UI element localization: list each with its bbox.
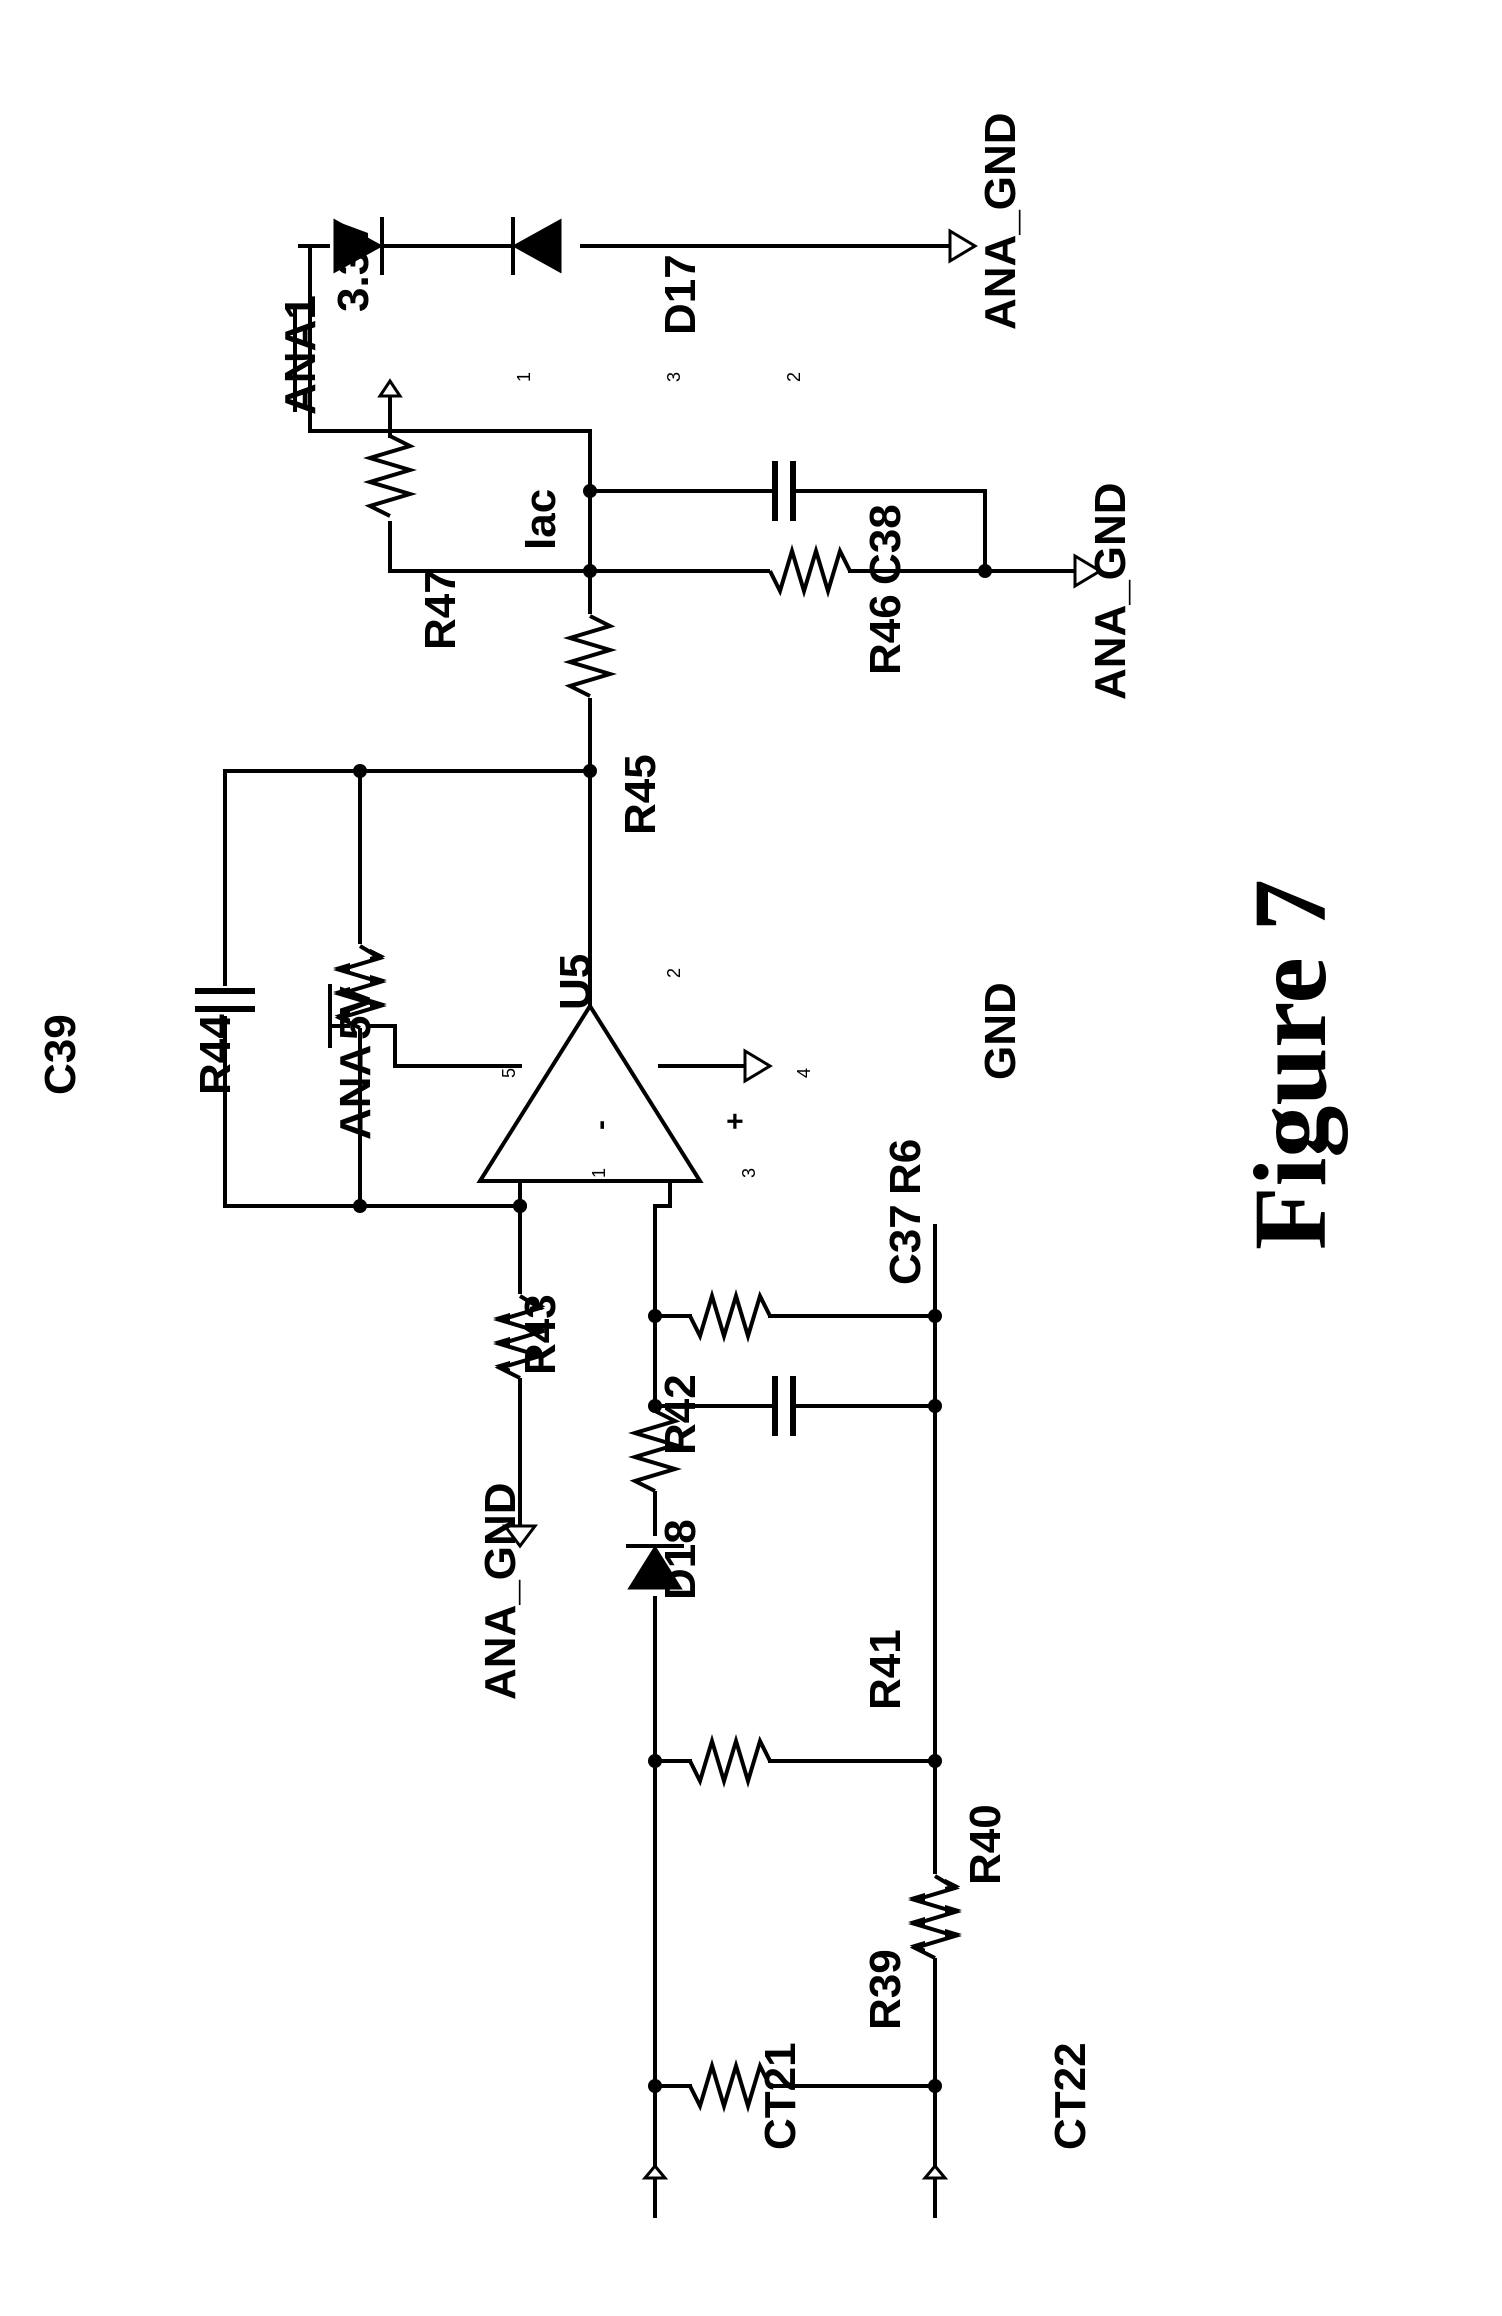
pin-u5-3: 3 [739, 1168, 759, 1178]
d18-diode [627, 1545, 683, 1590]
labels: ANA1 3.3V D17 ANA_GND Iac R47 R46 C38 AN… [36, 112, 1348, 2150]
gnd-symbol [743, 1048, 773, 1084]
label-c37: C37 [881, 1204, 930, 1285]
pin-u5-5: 5 [499, 1068, 519, 1078]
ana-gnd-symbol-1 [948, 228, 978, 264]
pin-u5-1: 1 [589, 1168, 609, 1178]
label-r42: R42 [656, 1374, 705, 1455]
label-c38: C38 [861, 504, 910, 585]
r42-resistor [628, 1409, 682, 1493]
figure-caption: Figure 7 [1233, 879, 1348, 1250]
r45-resistor [563, 614, 617, 698]
label-ana-gnd-1: ANA_GND [976, 112, 1025, 330]
u5-minus-sign: - [584, 1120, 617, 1130]
label-r43: R43 [516, 1294, 565, 1375]
pin-u5-2: 2 [664, 968, 684, 978]
ana-gnd-symbol-2 [1073, 553, 1103, 589]
label-r41: R41 [861, 1629, 910, 1710]
r46-resistor [768, 544, 852, 598]
label-ana: ANA [331, 1045, 380, 1140]
r41-resistor [688, 1734, 772, 1788]
label-r40: R40 [961, 1804, 1010, 1885]
label-r46: R46 [861, 594, 910, 675]
pin-d17-1: 1 [514, 372, 534, 382]
label-u5: U5 [551, 954, 600, 1010]
label-r45: R45 [616, 754, 665, 835]
label-d18: D18 [656, 1519, 705, 1600]
ct21-connector [641, 2163, 669, 2180]
u5-opamp [328, 769, 773, 1208]
label-ana-gnd-3: ANA_GND [476, 1482, 525, 1700]
label-r47: R47 [416, 569, 465, 650]
d17-clamp [298, 217, 978, 433]
ct22-connector [921, 2163, 949, 2180]
label-ct22: CT22 [1046, 2042, 1095, 2150]
label-d17: D17 [656, 254, 705, 335]
label-r6: R6 [881, 1139, 930, 1195]
d17-diode-lower [511, 218, 562, 274]
label-r44: R44 [191, 1014, 240, 1095]
label-ana-gnd-2: ANA_GND [1086, 482, 1135, 700]
pin-u5-4: 4 [794, 1068, 814, 1078]
output-stage [363, 378, 1103, 773]
label-r39: R39 [861, 1949, 910, 2030]
r47-resistor [363, 434, 417, 518]
r6-resistor [688, 1289, 772, 1343]
label-gnd: GND [976, 982, 1025, 1080]
label-c39: C39 [36, 1014, 85, 1095]
r39-resistor [688, 2059, 772, 2113]
label-3v3: 3.3V [329, 221, 378, 312]
feedback-network [195, 764, 597, 1213]
label-ana1: ANA1 [276, 295, 325, 415]
d17-diode-upper [333, 218, 384, 274]
label-ct21: CT21 [756, 2042, 805, 2150]
label-iac: Iac [516, 489, 565, 550]
pin-d17-3: 3 [664, 372, 684, 382]
ana-gnd-symbol-3 [502, 1524, 538, 1549]
pin-d17-2: 2 [784, 372, 804, 382]
input-network [626, 1204, 962, 2218]
u5-plus-sign: + [719, 1112, 752, 1130]
iac-arrow [377, 378, 403, 398]
label-5v: 5V [331, 986, 380, 1040]
